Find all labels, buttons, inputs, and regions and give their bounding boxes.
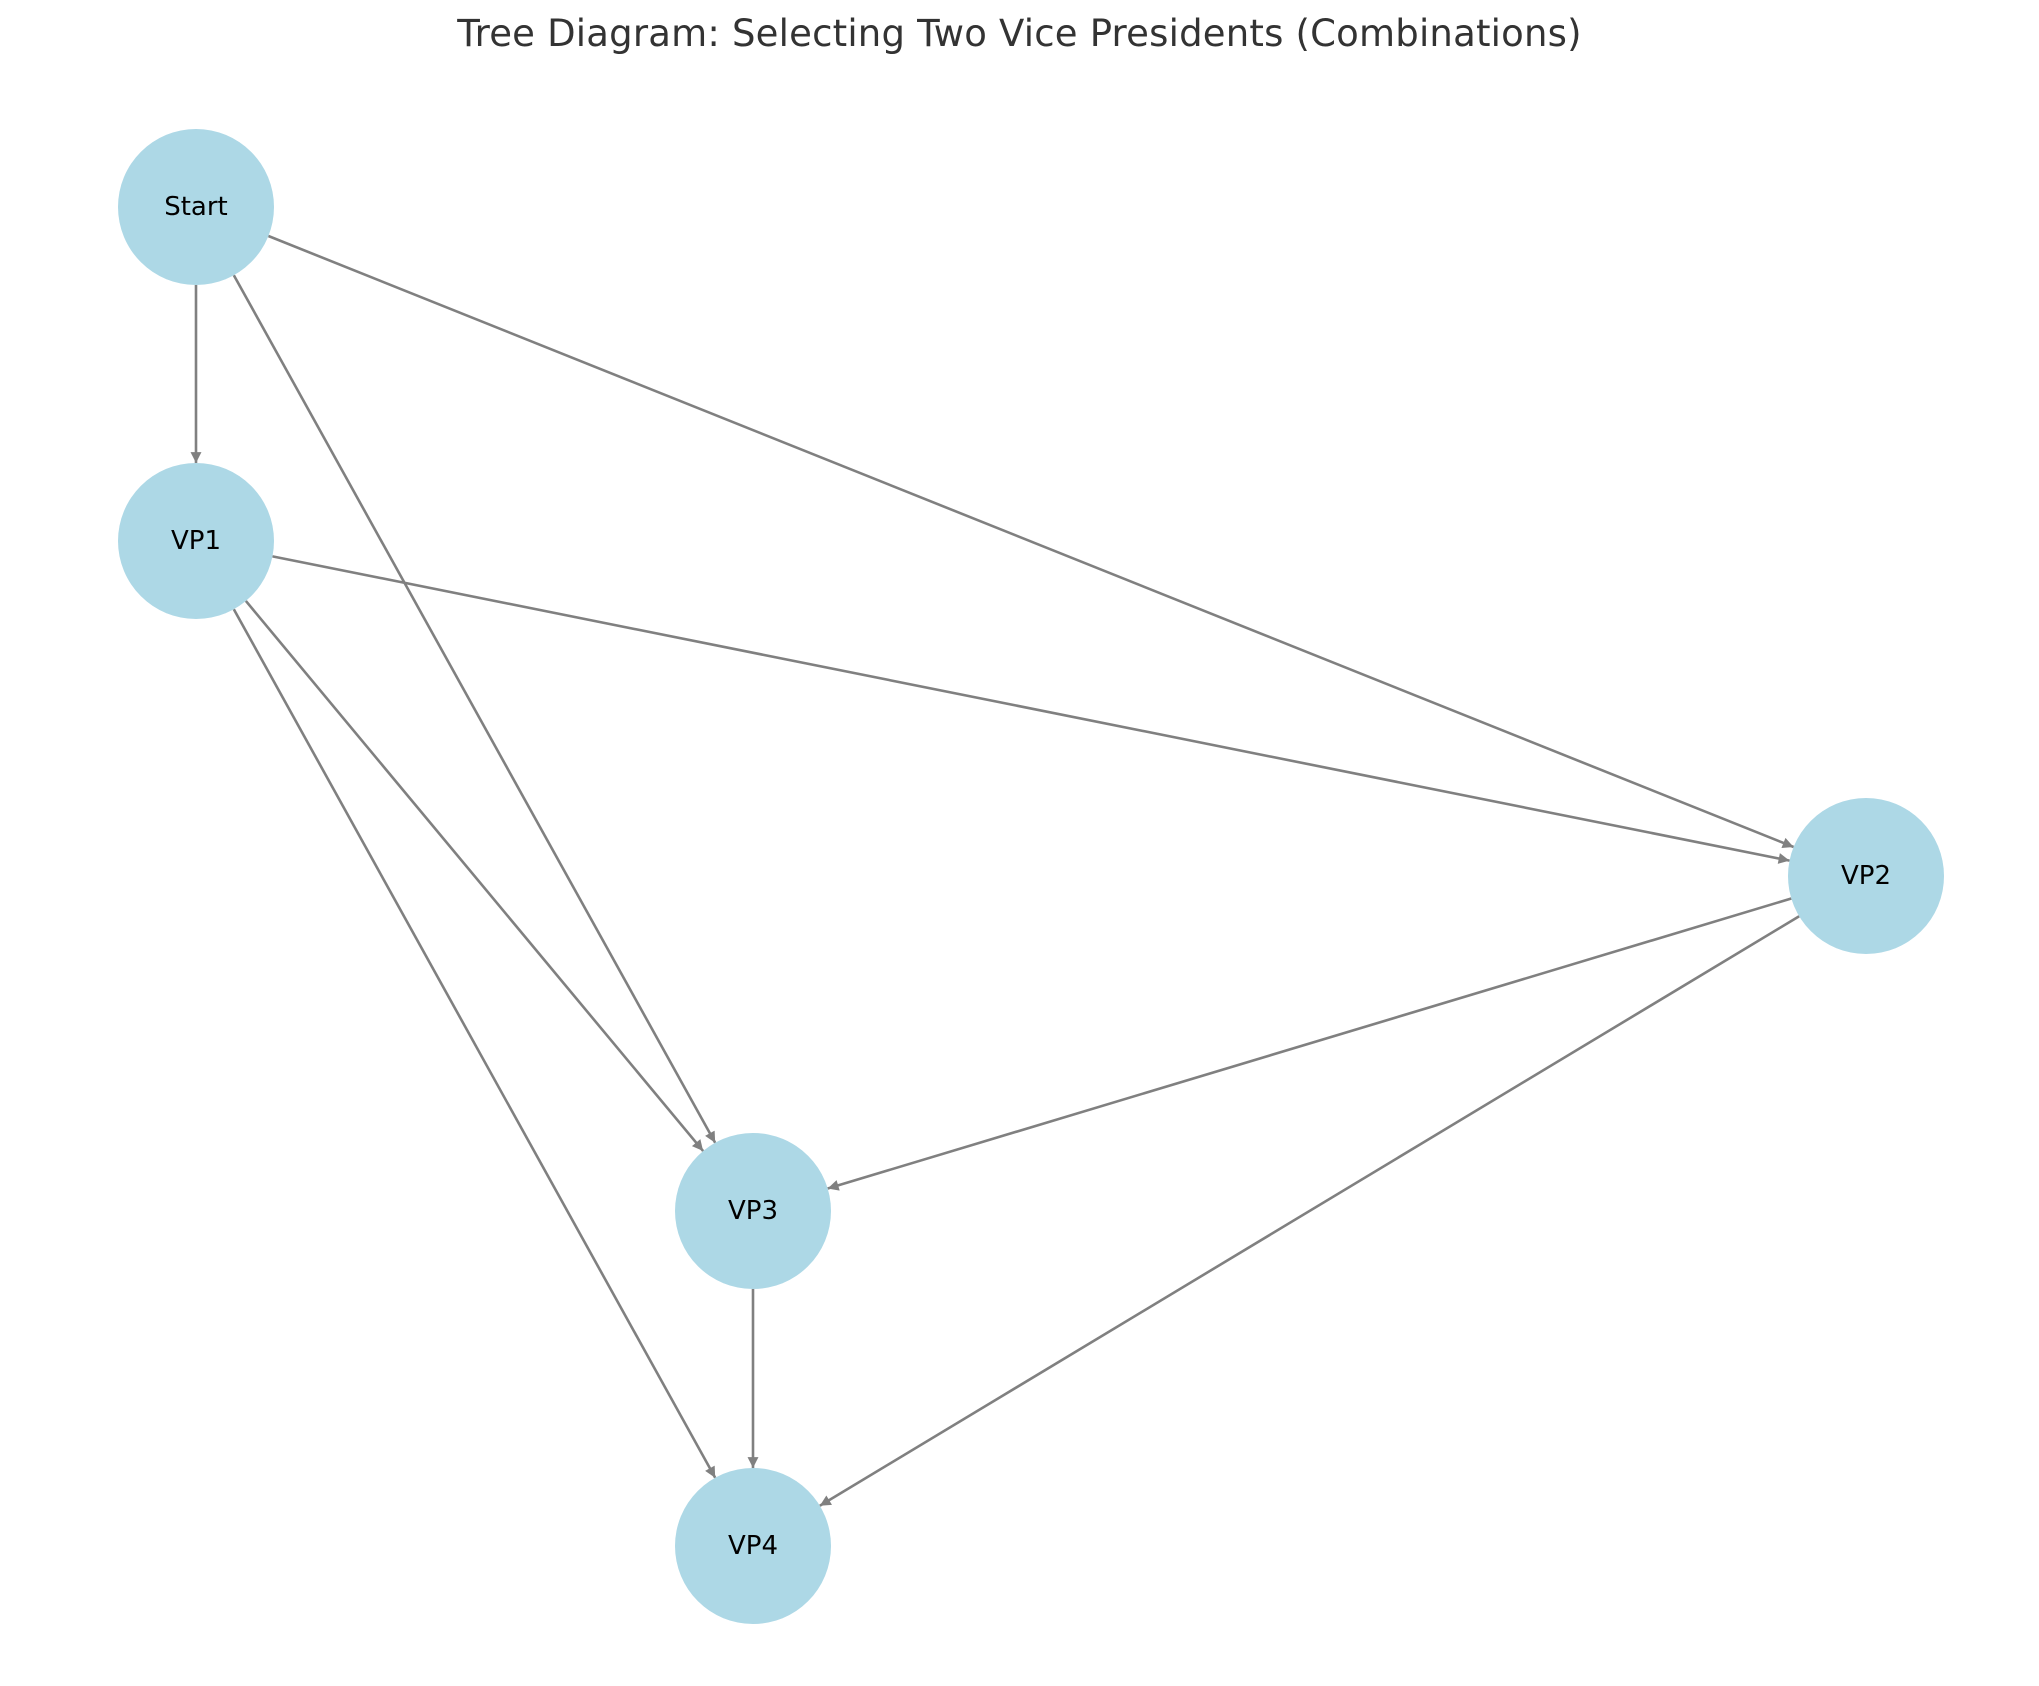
edge-vp2-to-vp3 [827,897,1792,1191]
edge-vp2-to-vp4 [819,915,1800,1507]
node-label-vp3: VP3 [728,1196,778,1226]
node-label-start: Start [164,192,228,222]
node-vp1: VP1 [118,463,274,619]
node-label-vp1: VP1 [171,526,221,556]
edge-vp1-to-vp2 [272,555,1790,864]
node-start: Start [118,129,274,285]
node-circle-vp3 [675,1133,831,1289]
diagram-title: Tree Diagram: Selecting Two Vice Preside… [457,12,1582,55]
node-circle-start [118,129,274,285]
node-vp4: VP4 [675,1468,831,1624]
edge-start-to-vp2 [267,234,1795,849]
node-label-vp4: VP4 [728,1531,778,1561]
edge-start-to-vp3 [232,274,717,1144]
edge-vp1-to-vp3 [244,600,705,1152]
node-vp3: VP3 [675,1133,831,1289]
edge-vp1-to-vp4 [232,608,717,1479]
node-circle-vp1 [118,463,274,619]
node-circle-vp2 [1788,798,1944,954]
node-vp2: VP2 [1788,798,1944,954]
node-circle-vp4 [675,1468,831,1624]
edges-layer [190,234,1800,1507]
node-label-vp2: VP2 [1841,861,1891,891]
